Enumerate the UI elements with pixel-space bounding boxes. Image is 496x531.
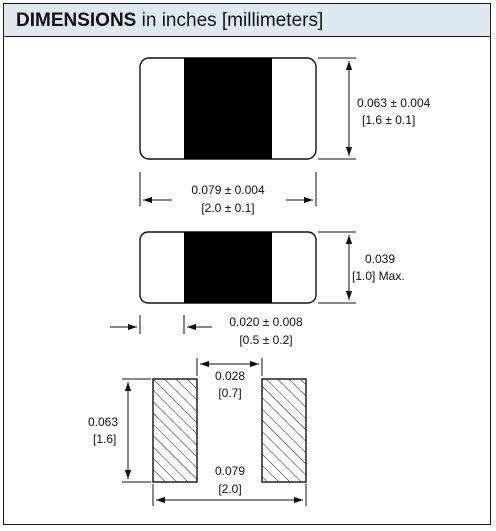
land-pad-right (261, 378, 307, 483)
side-view-component (139, 231, 317, 304)
terminal-width-mm: [0.5 ± 0.2] (239, 333, 292, 347)
side-height-mm: [1.0] Max. (352, 269, 405, 283)
pad-gap-dimension: 0.028 [0.7] (196, 358, 263, 400)
pad-gap-mm: [0.7] (218, 386, 241, 400)
terminal-width-dimension: 0.020 ± 0.008 [0.5 ± 0.2] (110, 315, 303, 347)
pad-height-dimension: 0.063 [1.6] (88, 378, 151, 483)
pad-gap-inch: 0.028 (215, 369, 245, 383)
top-view-resistive-element (184, 58, 272, 159)
land-pad-left (152, 378, 198, 483)
top-view-component (139, 57, 317, 160)
overall-land-mm: [2.0] (218, 482, 241, 496)
top-height-dimension: 0.063 ± 0.004 [1.6 ± 0.1] (318, 57, 431, 160)
land-pattern (152, 378, 307, 483)
top-height-mm: [1.6 ± 0.1] (362, 113, 415, 127)
side-height-dimension: 0.039 [1.0] Max. (318, 231, 405, 304)
top-length-dimension: 0.079 ± 0.004 [2.0 ± 0.1] (139, 172, 317, 215)
header-title-bold: DIMENSIONS (16, 10, 137, 31)
pad-height-inch: 0.063 (88, 415, 118, 429)
header-title-units: in inches [millimeters] (141, 10, 324, 31)
panel-header: DIMENSIONS in inches [millimeters] (4, 4, 490, 37)
pad-height-mm: [1.6] (93, 432, 116, 446)
top-length-mm: [2.0 ± 0.1] (201, 201, 254, 215)
overall-land-dimension: 0.079 [2.0] (152, 464, 307, 506)
side-height-inch: 0.039 (365, 252, 395, 266)
top-height-inch: 0.063 ± 0.004 (357, 96, 431, 110)
overall-land-inch: 0.079 (215, 464, 245, 478)
terminal-width-inch: 0.020 ± 0.008 (229, 315, 303, 329)
side-view-resistive-element (184, 232, 272, 303)
top-length-inch: 0.079 ± 0.004 (191, 183, 265, 197)
